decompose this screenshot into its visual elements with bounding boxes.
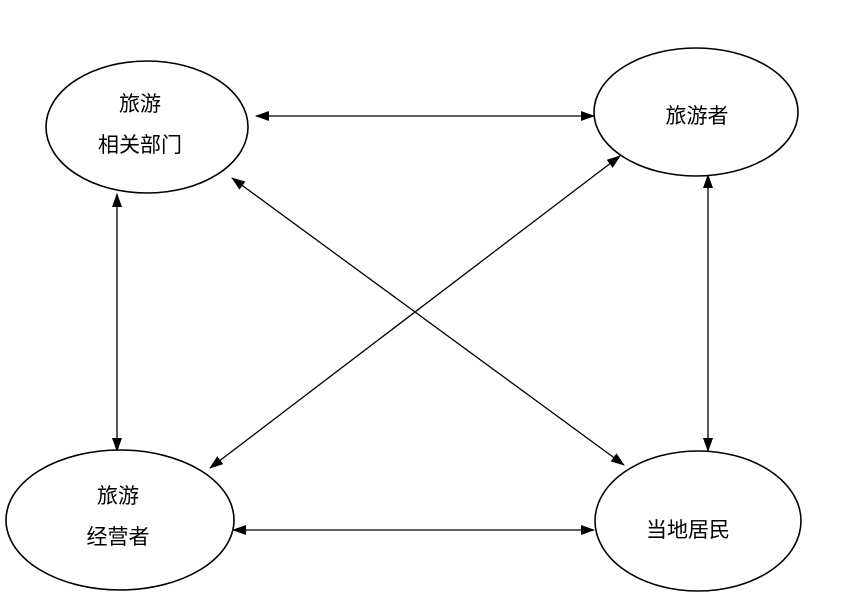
node-tourists: 旅游者: [593, 47, 799, 177]
node-tourists-label: 旅游者: [666, 104, 729, 128]
node-tourism-departments: 旅游 相关部门: [45, 60, 249, 194]
edge-departments-residents: [231, 177, 625, 466]
node-tourism-departments-ellipse: [45, 60, 249, 194]
node-local-residents: 当地居民: [594, 450, 802, 592]
node-local-residents-ellipse: [594, 450, 802, 592]
edge-tourists-operators: [209, 155, 621, 469]
edges: [112, 111, 713, 535]
node-tourism-operators: 旅游 经营者: [5, 449, 235, 591]
node-tourism-departments-line1: 旅游: [119, 92, 161, 116]
node-local-residents-label: 当地居民: [646, 518, 730, 542]
node-tourists-ellipse: [593, 47, 799, 177]
node-tourism-departments-line2: 相关部门: [98, 133, 182, 157]
node-tourism-operators-line1: 旅游: [97, 484, 139, 508]
node-tourism-operators-ellipse: [5, 449, 235, 591]
node-tourism-operators-line2: 经营者: [87, 525, 150, 549]
